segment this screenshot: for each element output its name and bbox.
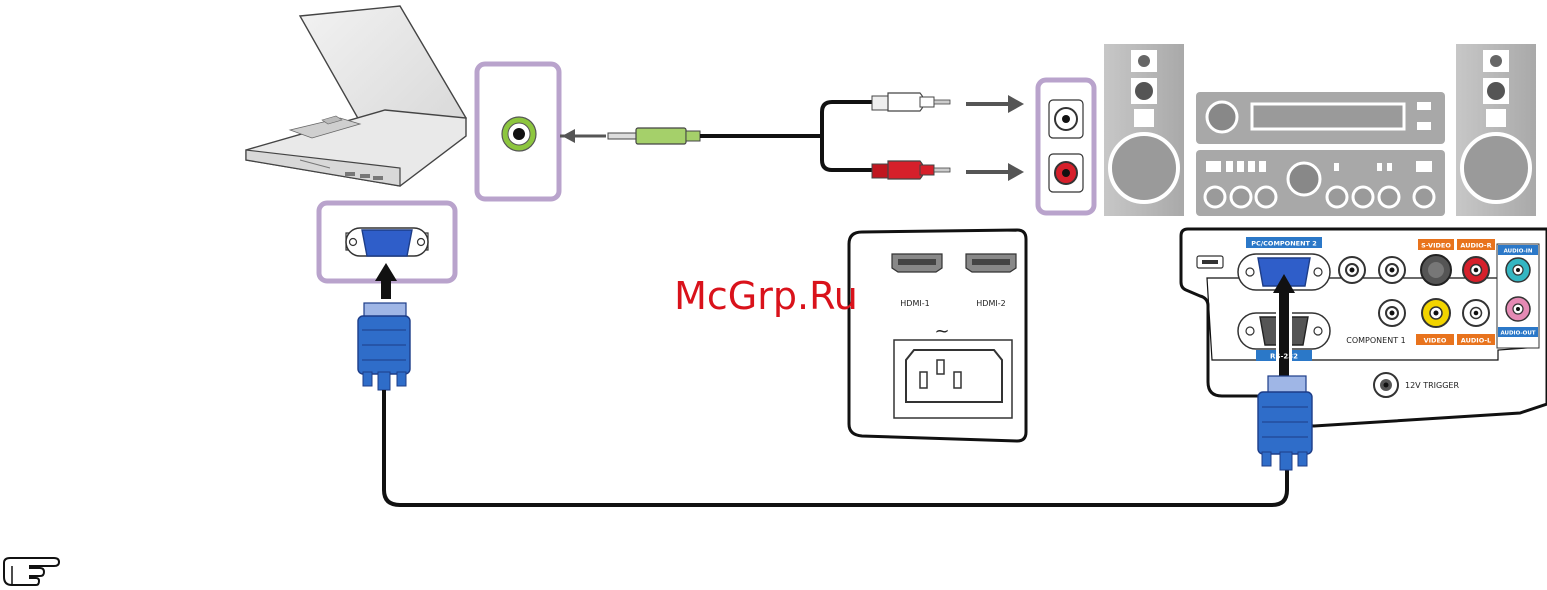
vga-port-icon: [362, 230, 412, 256]
red-rca-plug-icon: [872, 161, 950, 179]
audio-out-jack-callout: [477, 64, 559, 199]
projector-rear-panel: [1181, 229, 1547, 426]
audio-cable: [560, 93, 1024, 181]
laptop: [246, 6, 466, 186]
receiver-rca-inputs-callout: [1038, 80, 1094, 213]
audio-out-label: AUDIO-OUT: [1500, 331, 1535, 337]
audio-in-label: AUDIO-IN: [1504, 249, 1533, 255]
white-rca-plug-icon: [872, 93, 950, 111]
mini-plug-icon: [636, 128, 686, 144]
ac-symbol: ~: [934, 321, 949, 342]
audio-r-label: AUDIO-R: [1460, 242, 1491, 250]
rs232-label: RS-232: [1270, 353, 1298, 361]
video-label: VIDEO: [1424, 337, 1447, 345]
stereo-system: [1104, 44, 1536, 216]
vga-cable-connector-left: [358, 303, 410, 390]
amplifier-unit-icon: [1196, 150, 1445, 216]
audio-l-label: AUDIO-L: [1461, 337, 1491, 345]
s-video-label: S-VIDEO: [1421, 242, 1451, 250]
tuner-unit-icon: [1196, 92, 1445, 144]
vga-cable: [384, 390, 1287, 505]
hdmi2-label: HDMI-2: [976, 299, 1005, 308]
left-speaker-icon: [1104, 44, 1184, 216]
right-speaker-icon: [1456, 44, 1536, 216]
trigger-label: 12V TRIGGER: [1405, 381, 1459, 390]
pc-component2-label: PC/COMPONENT 2: [1251, 240, 1317, 248]
hdmi1-label: HDMI-1: [900, 299, 929, 308]
watermark: McGrp.Ru: [674, 274, 858, 318]
pointing-hand-icon: [4, 558, 59, 585]
component1-label: COMPONENT 1: [1346, 336, 1405, 345]
